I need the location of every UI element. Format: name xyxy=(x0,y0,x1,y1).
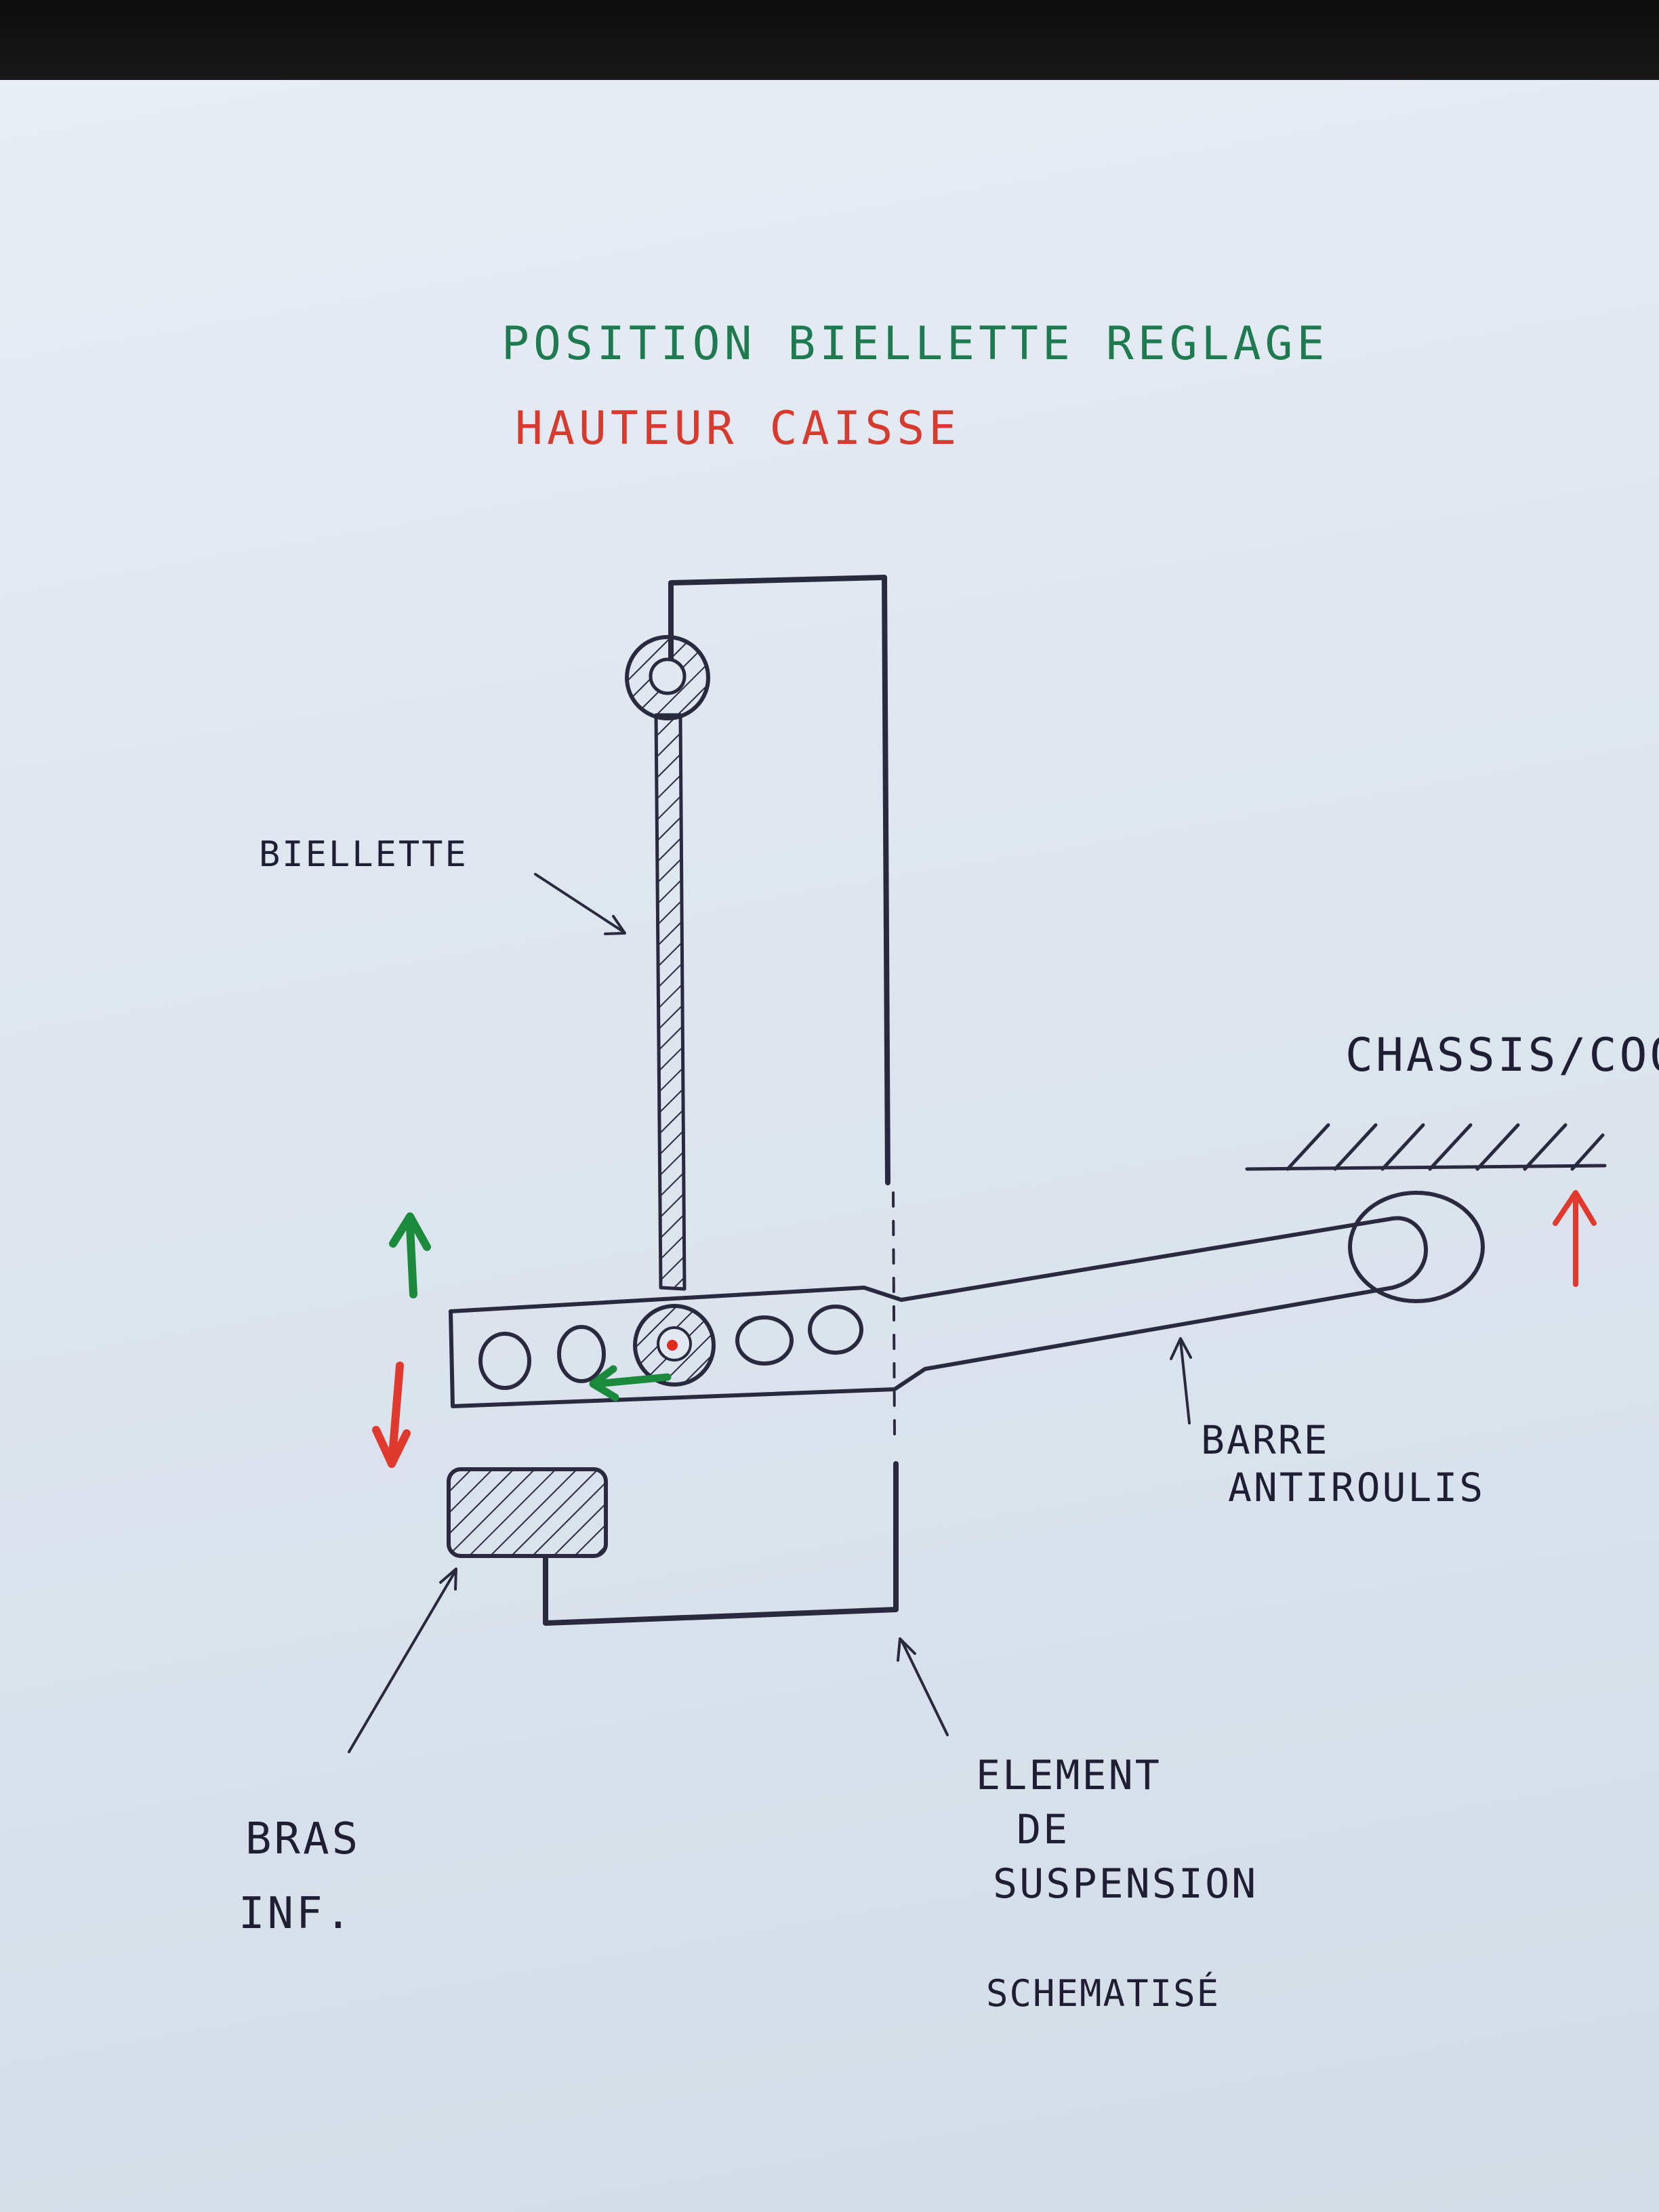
label-bras-line-1: BRAS xyxy=(245,1814,361,1864)
element-leader-arrow-icon xyxy=(900,1639,949,1736)
title-line-2: HAUTEUR CAISSE xyxy=(515,402,960,455)
bras-leader-arrow-icon xyxy=(348,1570,457,1753)
red-down-arrow-icon xyxy=(372,1361,411,1468)
barre-leader-arrow-icon xyxy=(1179,1339,1191,1425)
green-slide-arrow-icon xyxy=(589,1365,672,1401)
anti-roll-bar xyxy=(449,1191,1485,1408)
label-barre-line-1: BARRE xyxy=(1201,1417,1330,1463)
label-element-line-4: SCHEMATISÉ xyxy=(986,1972,1220,2015)
label-chassis: CHASSIS/COQUE xyxy=(1345,1029,1659,1082)
label-element-line-1: ELEMENT xyxy=(976,1752,1162,1799)
lower-arm-block xyxy=(447,1467,608,1558)
title-line-1: POSITION BIELLETTE REGLAGE xyxy=(501,317,1328,371)
adjustment-holes xyxy=(478,1305,863,1390)
label-biellette: BIELLETTE xyxy=(259,834,468,875)
red-chassis-arrow-icon xyxy=(1553,1190,1597,1287)
label-barre-line-2: ANTIROULIS xyxy=(1228,1465,1485,1511)
suspension-element xyxy=(543,575,899,1626)
label-element-line-3: SUSPENSION xyxy=(993,1860,1258,1908)
biellette-leader-arrow-icon xyxy=(534,873,625,933)
dark-background xyxy=(0,0,1659,88)
chassis-support xyxy=(1245,1123,1607,1171)
link-rod xyxy=(625,635,716,1387)
leader-arrows xyxy=(348,873,1192,1753)
green-up-arrow-icon xyxy=(389,1212,431,1298)
label-bras-line-2: INF. xyxy=(239,1889,354,1939)
label-element-line-2: DE xyxy=(1017,1806,1069,1853)
paper-sheet xyxy=(0,80,1659,2212)
pivot-dot xyxy=(667,1340,678,1351)
